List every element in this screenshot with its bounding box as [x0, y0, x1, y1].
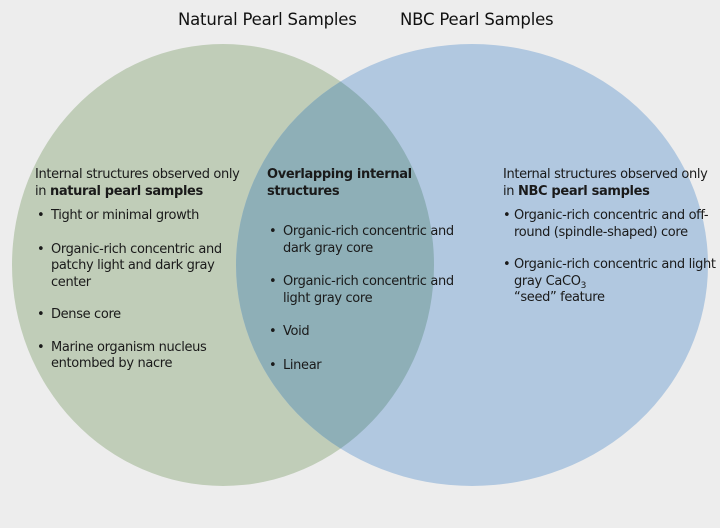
list-item: Linear: [267, 358, 472, 375]
intro-bold: natural pearl samples: [49, 183, 203, 199]
list-item-caco3-seed: Organic-rich concentric and light gray C…: [503, 257, 718, 307]
nbc-only-list: Organic-rich concentric and off-round (s…: [503, 208, 718, 307]
list-item: Organic-rich concentric and patchy light…: [35, 242, 250, 292]
list-item: Organic-rich concentric and light gray c…: [267, 274, 472, 307]
overlap-list: Organic-rich concentric and dark gray co…: [267, 224, 472, 374]
list-item: Organic-rich concentric and dark gray co…: [267, 224, 472, 257]
intro-text: Internal structures observed only in: [35, 167, 240, 199]
list-item: Void: [267, 324, 472, 341]
list-item: Dense core: [35, 307, 250, 324]
subscript-3: 3: [580, 280, 587, 291]
natural-pearl-title: Natural Pearl Samples: [178, 10, 357, 29]
overlap-heading: Overlapping internal structures: [267, 167, 412, 199]
caco3-text: Organic-rich concentric and light gray C…: [514, 257, 716, 289]
list-item: Marine organism nucleus entombed by nacr…: [35, 340, 250, 373]
natural-only-intro: Internal structures observed only in nat…: [35, 167, 250, 200]
seed-feature-text: “seed” feature: [514, 290, 605, 305]
natural-only-region: Internal structures observed only in nat…: [35, 167, 250, 389]
nbc-pearl-title: NBC Pearl Samples: [400, 10, 554, 29]
intro-bold: NBC pearl samples: [517, 183, 650, 199]
nbc-only-intro: Internal structures observed only in NBC…: [503, 167, 718, 200]
list-item: Organic-rich concentric and off-round (s…: [503, 208, 718, 241]
natural-only-list: Tight or minimal growth Organic-rich con…: [35, 208, 250, 373]
intro-text: Internal structures observed only in: [503, 167, 708, 199]
overlap-text-region: Overlapping internal structures Organic-…: [267, 167, 472, 391]
overlap-region: [236, 44, 434, 486]
nbc-only-region: Internal structures observed only in NBC…: [503, 167, 718, 323]
list-item: Tight or minimal growth: [35, 208, 250, 225]
